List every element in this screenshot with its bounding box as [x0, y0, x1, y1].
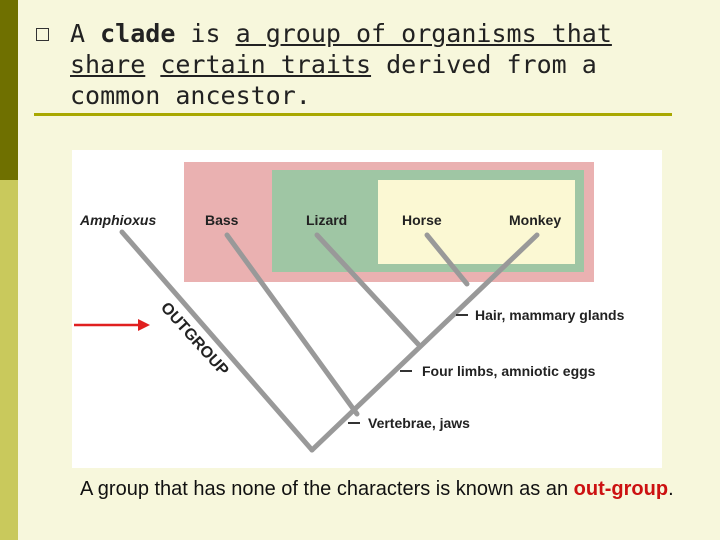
character-ticks — [348, 314, 468, 424]
taxon-label-monkey: Monkey — [509, 212, 561, 228]
definition-underline-2: certain traits — [160, 50, 372, 79]
branch-horse — [424, 232, 470, 287]
outgroup-caption: A group that has none of the characters … — [80, 478, 674, 500]
definition-underline-1: a group of organisms that share — [70, 19, 612, 79]
taxon-label-bass: Bass — [205, 212, 239, 228]
character-label-vertebrae: Vertebrae, jaws — [368, 415, 470, 431]
sidebar-accent-dark — [0, 0, 18, 180]
sidebar-accent-light-bottom — [0, 360, 18, 540]
sidebar-accent-light — [0, 180, 18, 360]
character-label-four-limbs: Four limbs, amniotic eggs — [422, 363, 596, 379]
branch-lizard — [314, 232, 421, 347]
divider-rule — [34, 113, 672, 116]
clade-term: clade — [100, 19, 176, 48]
character-label-hair: Hair, mammary glands — [475, 307, 625, 323]
cladogram-figure: Amphioxus Bass Lizard Horse Monkey Hair,… — [72, 150, 662, 468]
cladogram-svg: Amphioxus Bass Lizard Horse Monkey Hair,… — [79, 162, 625, 453]
taxon-label-horse: Horse — [402, 212, 442, 228]
branch-monkey-trunk — [309, 232, 540, 453]
tree-branches — [119, 229, 540, 453]
branch-bass — [224, 232, 360, 417]
inner-clade-box — [378, 180, 575, 264]
bullet-icon — [36, 28, 49, 41]
outgroup-term: out-group — [573, 478, 669, 500]
taxon-label-lizard: Lizard — [306, 212, 347, 228]
clade-definition: A clade is a group of organisms that sha… — [70, 19, 612, 110]
taxon-label-amphioxus: Amphioxus — [79, 212, 156, 228]
branch-amphioxus — [119, 229, 315, 453]
